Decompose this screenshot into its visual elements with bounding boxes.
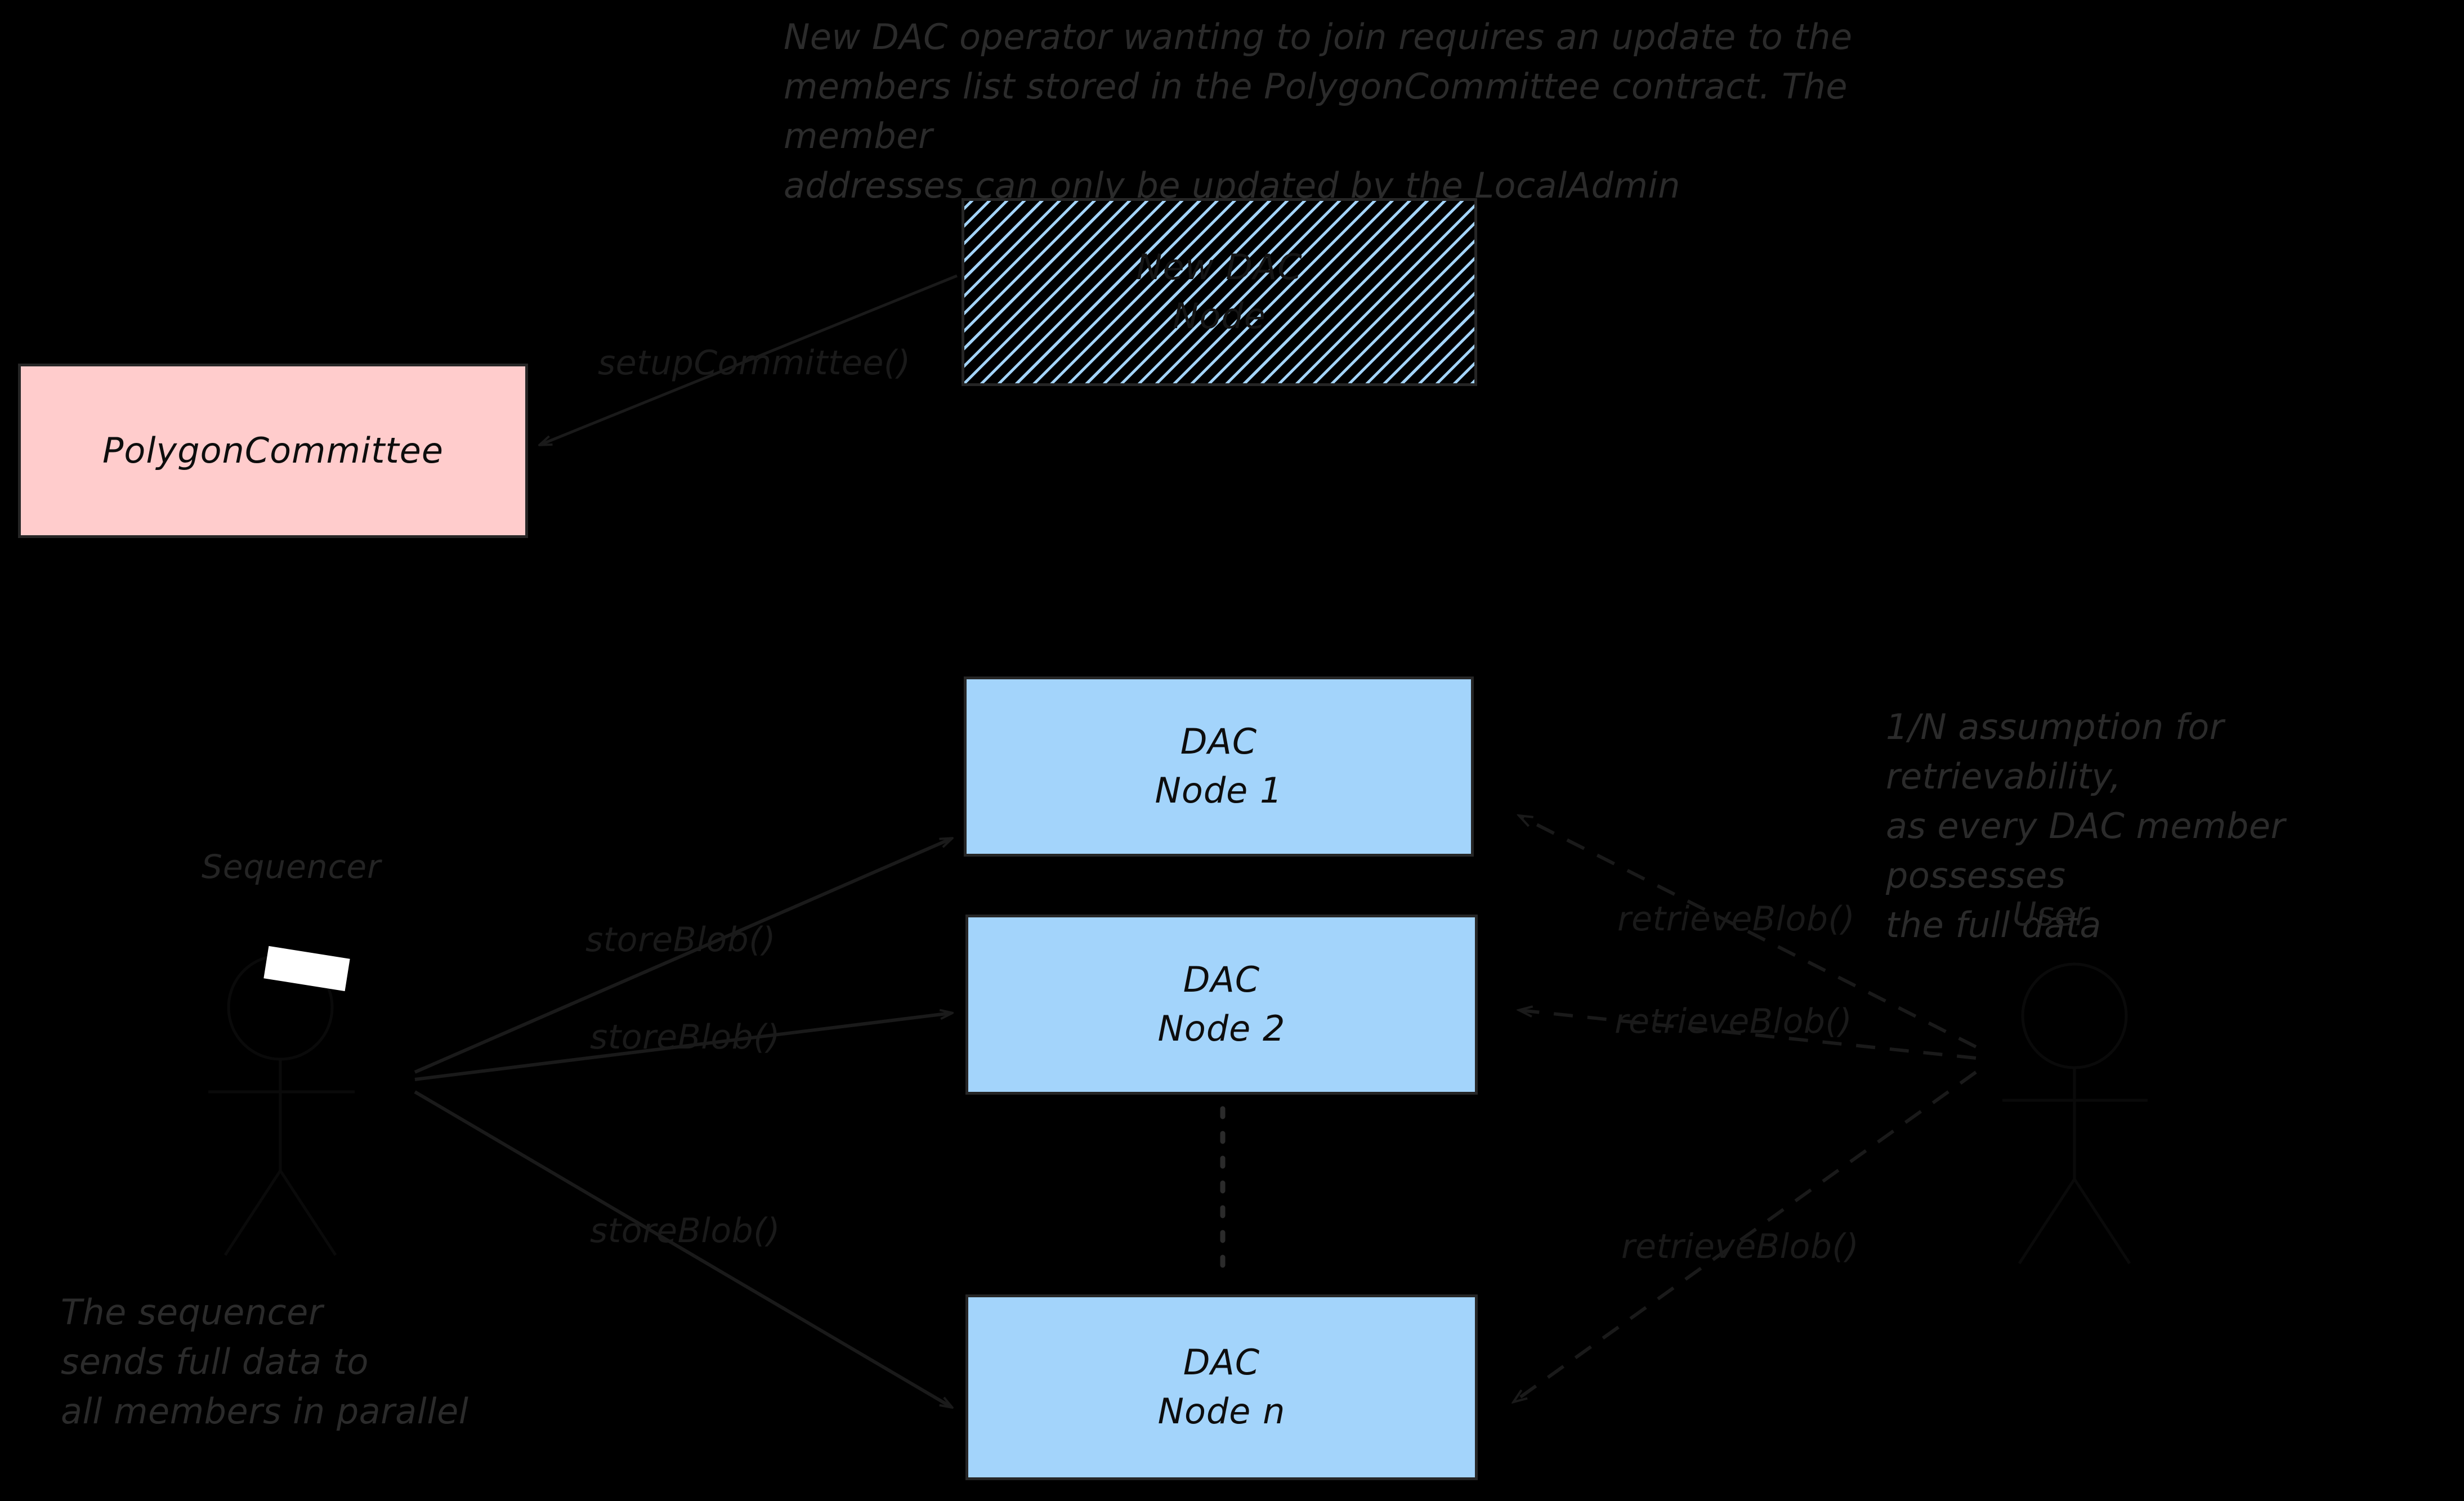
- sequencer-actor-figure: [208, 954, 355, 1256]
- edge-label-retrieve-blob-n: retrieveBlob(): [1621, 1227, 1859, 1266]
- user-actor-figure: [2002, 962, 2148, 1265]
- actor-label-sequencer: Sequencer: [202, 848, 381, 886]
- sequencer-highlight-band: [263, 946, 350, 992]
- note-bottom-left: The sequencer sends full data to all mem…: [61, 1292, 469, 1432]
- actor-label-user: User: [2013, 895, 2090, 933]
- edge-label-store-blob-1: storeBlob(): [585, 920, 776, 960]
- node-polygon-committee[interactable]: PolygonCommittee: [18, 364, 528, 538]
- node-dac-node-n-line2: Node n: [1157, 1391, 1286, 1432]
- edge-label-store-blob-n: storeBlob(): [590, 1211, 781, 1251]
- note-top: New DAC operator wanting to join require…: [784, 16, 1853, 207]
- node-dac-node-2-line1: DAC: [1183, 959, 1260, 1001]
- edge-label-retrieve-blob-1: retrieveBlob(): [1617, 899, 1855, 939]
- node-dac-node-1-line2: Node 1: [1155, 770, 1283, 811]
- node-new-dac-node-line1: New DAC: [1136, 247, 1303, 288]
- node-dac-node-n-line1: DAC: [1183, 1342, 1260, 1383]
- node-polygon-committee-label: PolygonCommittee: [102, 429, 444, 471]
- node-dac-node-1[interactable]: DAC Node 1: [964, 676, 1474, 857]
- note-right: 1/N assumption for retrievability, as ev…: [1886, 706, 2286, 946]
- node-dac-node-n[interactable]: DAC Node n: [965, 1294, 1478, 1480]
- node-dac-node-2[interactable]: DAC Node 2: [965, 915, 1478, 1095]
- edge-label-retrieve-blob-2: retrieveBlob(): [1615, 1002, 1853, 1041]
- edge-label-setup-committee: setupCommittee(): [598, 343, 911, 383]
- edge-label-store-blob-2: storeBlob(): [590, 1018, 781, 1057]
- node-new-dac-node-line2: Node: [1173, 295, 1266, 337]
- node-dac-node-2-line2: Node 2: [1157, 1008, 1286, 1049]
- node-new-dac-node[interactable]: New DAC Node: [962, 198, 1477, 386]
- node-dac-node-1-line1: DAC: [1180, 721, 1258, 763]
